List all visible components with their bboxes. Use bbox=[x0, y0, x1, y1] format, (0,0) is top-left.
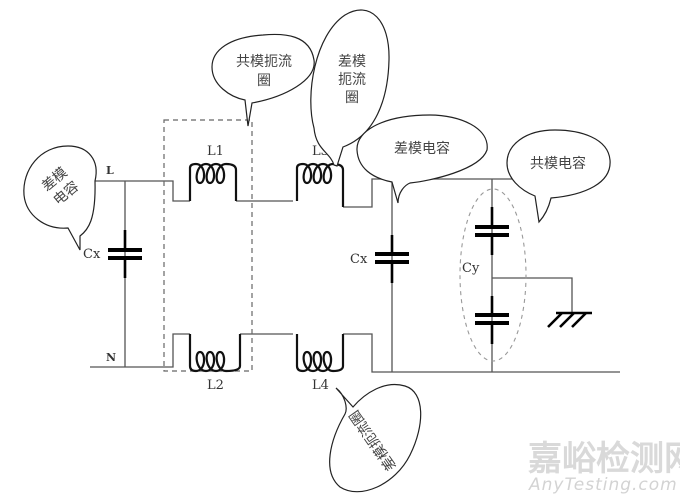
terminal-label-line: L bbox=[106, 164, 114, 177]
capacitor-cy-top bbox=[475, 207, 509, 255]
capacitor-cx-input bbox=[108, 230, 142, 278]
label-l1: L1 bbox=[207, 144, 224, 159]
terminal-label-neutral: N bbox=[106, 351, 116, 364]
callout-diff-choke-bottom: 差模扼流圈 bbox=[329, 384, 422, 493]
callout-diff-cap-output: 差模电容 bbox=[356, 114, 488, 204]
watermark-brand-en: AnyTesting.com bbox=[528, 475, 678, 495]
callout-common-mode-choke-line2: 圈 bbox=[257, 73, 271, 89]
callout-diff-cap-output-text: 差模电容 bbox=[394, 140, 450, 157]
callout-diff-cap-input: 差模 电容 bbox=[23, 145, 97, 251]
capacitor-cx-output bbox=[375, 235, 409, 283]
neutral-wire-l4-out bbox=[343, 333, 620, 373]
callout-common-mode-choke: 共模扼流 圈 bbox=[211, 33, 315, 127]
neutral-wire-input bbox=[90, 333, 190, 368]
callout-diff-choke-top-line2: 扼流 bbox=[338, 72, 366, 88]
watermark: 嘉峪检测网 AnyTesting.com bbox=[528, 439, 680, 495]
label-l2: L2 bbox=[207, 378, 224, 393]
label-l4: L4 bbox=[312, 378, 329, 393]
ground-wire bbox=[492, 277, 573, 312]
cy-group-outline bbox=[459, 188, 527, 362]
callout-diff-choke-top-line1: 差模 bbox=[338, 54, 366, 70]
callout-common-cap-text: 共模电容 bbox=[530, 155, 586, 172]
capacitor-cy-bottom bbox=[475, 296, 509, 344]
callout-common-mode-choke-line1: 共模扼流 bbox=[236, 54, 292, 70]
ground-icon bbox=[547, 311, 592, 328]
inductor-l3 bbox=[295, 162, 345, 207]
callout-diff-choke-top-line3: 圈 bbox=[345, 90, 359, 106]
inductor-l1 bbox=[188, 162, 238, 201]
callout-common-cap: 共模电容 bbox=[506, 129, 611, 224]
callout-diff-choke-top: 差模 扼流 圈 bbox=[310, 9, 390, 167]
label-cy: Cy bbox=[462, 261, 480, 276]
label-cx-input: Cx bbox=[83, 247, 101, 262]
line-wire-input bbox=[90, 180, 190, 202]
inductor-l4 bbox=[295, 334, 345, 373]
line-wire-l3-out bbox=[343, 178, 530, 208]
label-cx-output: Cx bbox=[350, 252, 368, 267]
inductor-l2 bbox=[188, 334, 242, 373]
watermark-brand-cn: 嘉峪检测网 bbox=[528, 439, 680, 479]
